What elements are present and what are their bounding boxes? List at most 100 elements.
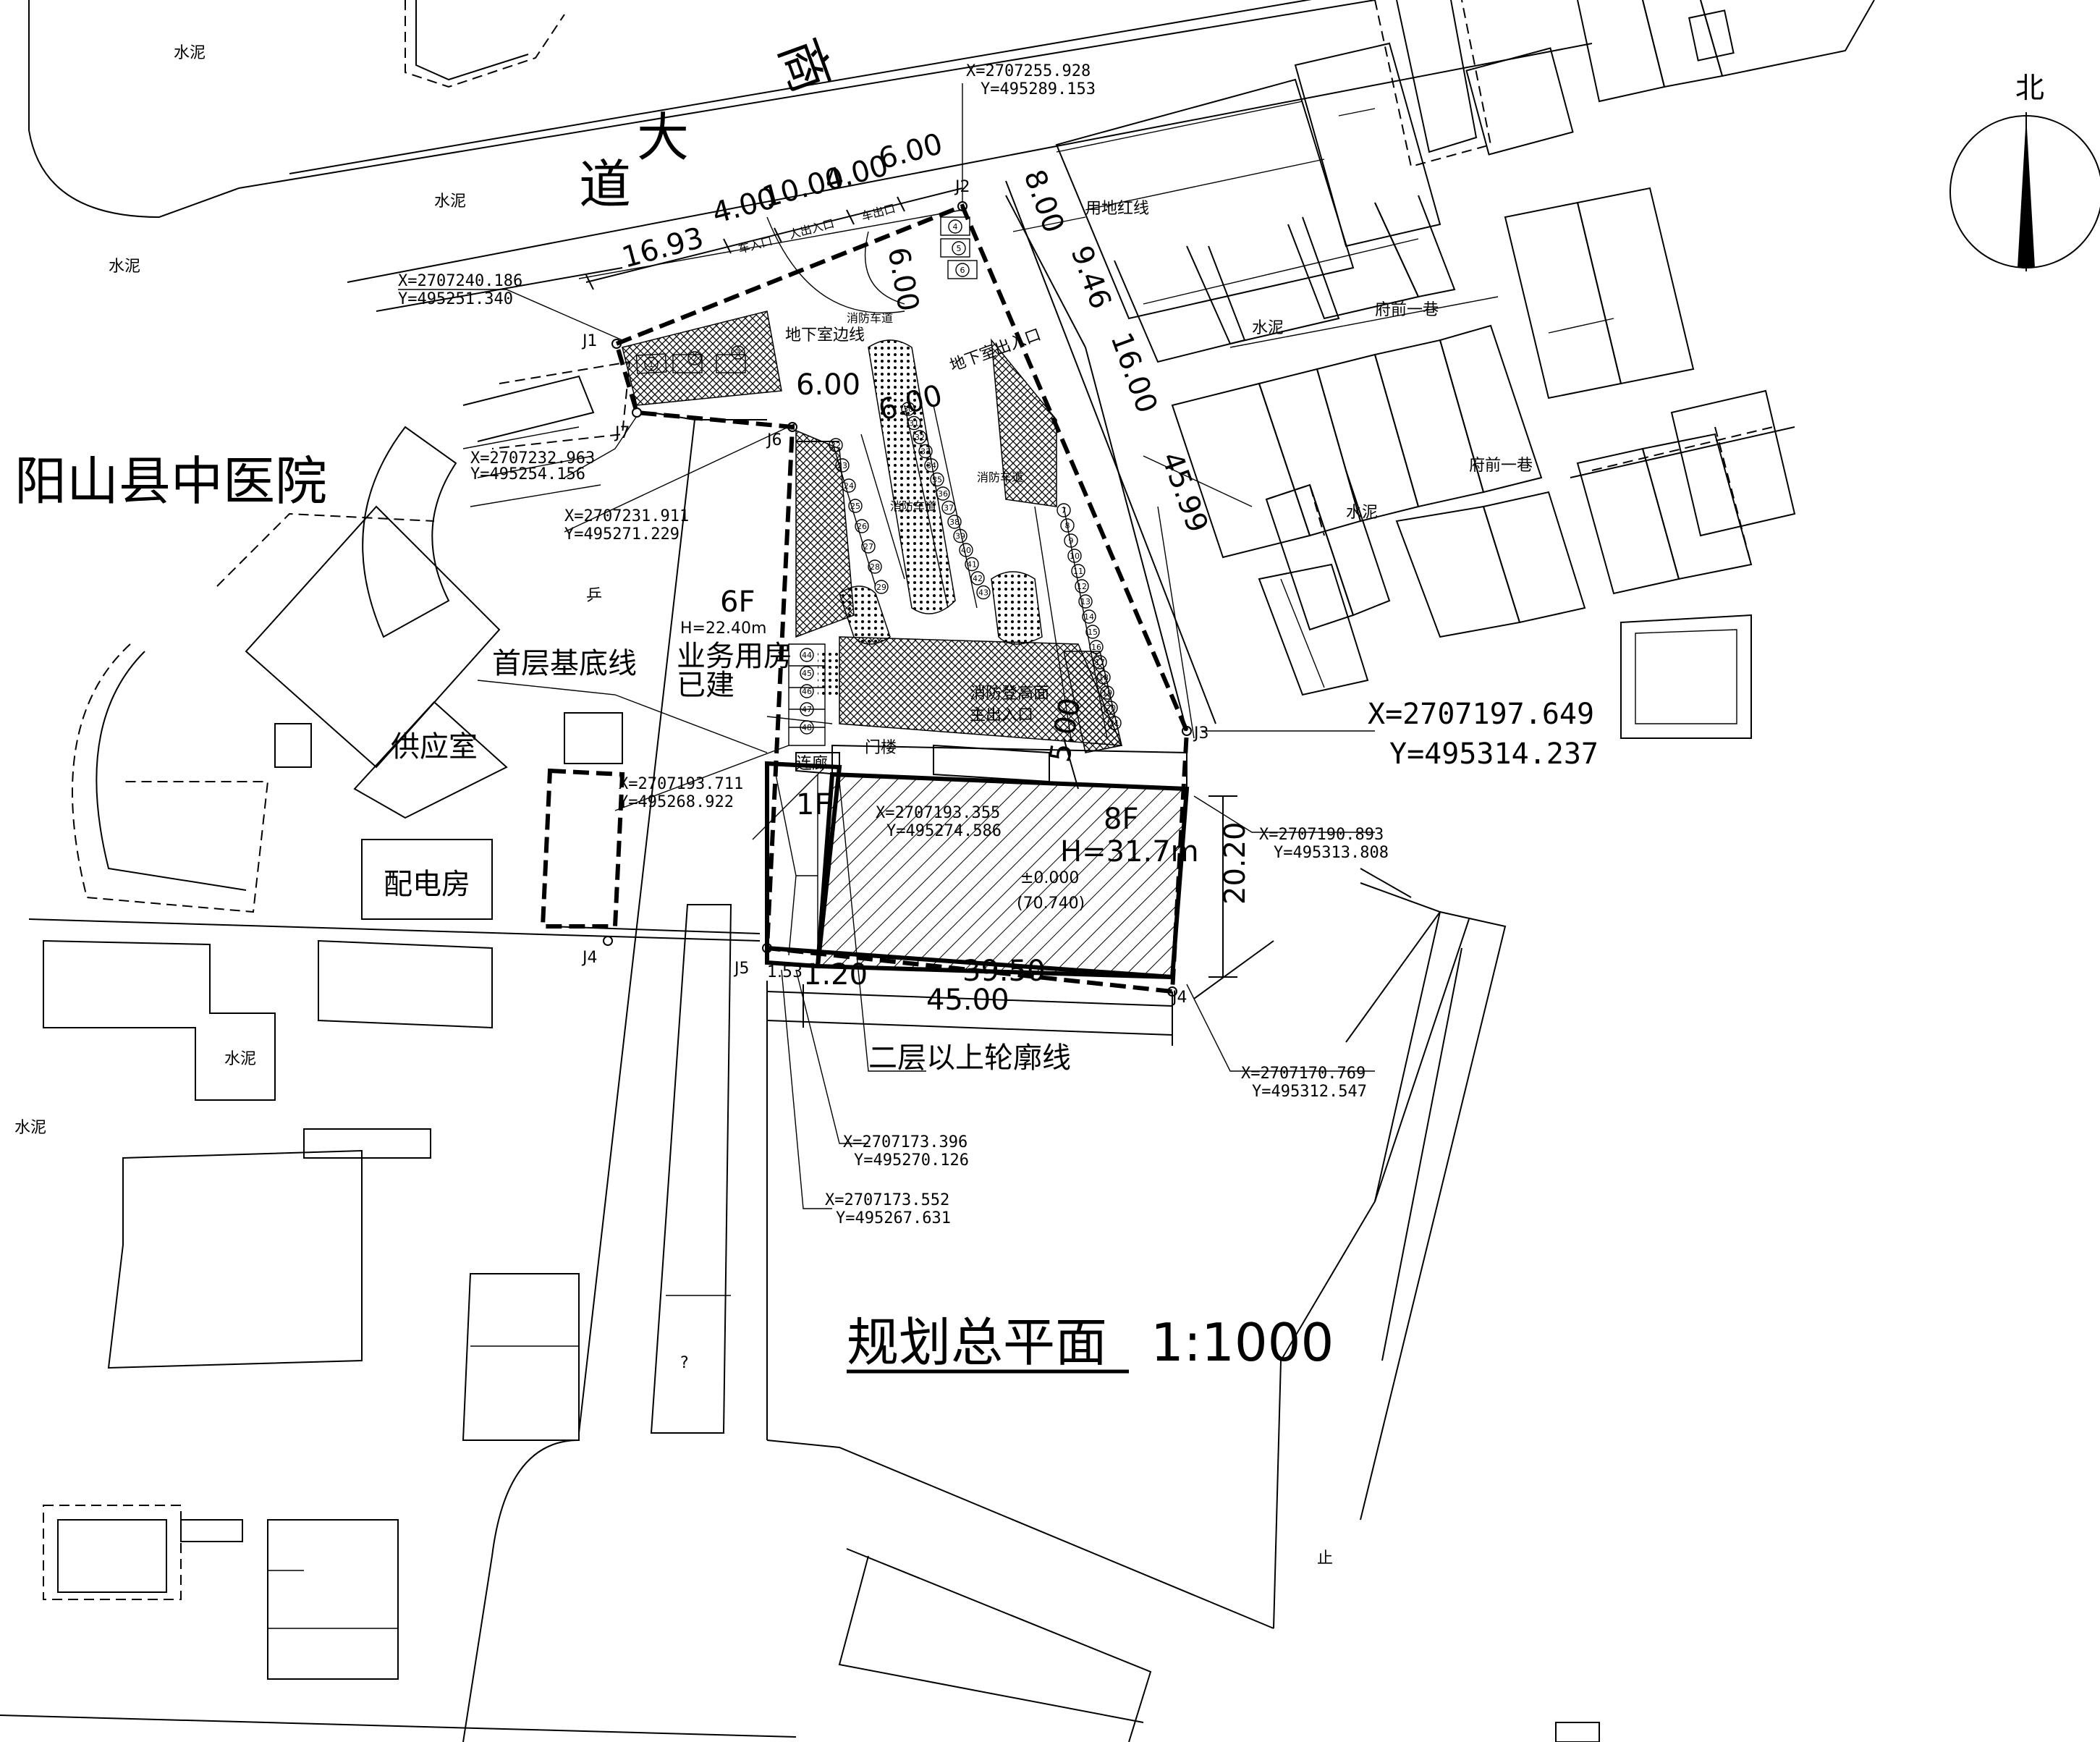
parking-lot-marker: [800, 648, 814, 662]
cement-4: 水泥: [1252, 319, 1284, 337]
parking-lot-marker: [644, 357, 659, 371]
j1-y: Y=495251.340: [398, 290, 513, 308]
fire-platform-label: 消防登高面: [970, 685, 1049, 703]
parking-lot-marker: [861, 539, 876, 554]
parking-lot-number: 48: [802, 723, 812, 732]
point-j3: J3: [1193, 724, 1209, 743]
fire-lane-1: 消防车道: [847, 311, 893, 325]
point-j5: J5: [733, 960, 750, 978]
parking-lot-number: 12: [1077, 582, 1087, 591]
parking-lot-number: 38: [949, 517, 960, 527]
parking-lot-marker: [1078, 594, 1093, 609]
j2-y: Y=495289.153: [981, 80, 1096, 98]
c3-y: Y=495268.922: [619, 793, 734, 811]
parking-lot-number: 15: [1088, 627, 1098, 637]
parking-lot-number: 37: [944, 504, 954, 513]
parking-lot-marker: [936, 486, 950, 501]
text-labels: 阳山县中医院 商 大 道 供应室 配电房 首层基底线 二层以上轮廓线 用地红线 …: [14, 30, 2044, 1568]
j3-y: Y=495314.237: [1389, 737, 1599, 771]
parking-lot-marker: [930, 472, 944, 487]
parking-lot-number: 35: [932, 475, 942, 485]
upper-outline-label: 二层以上轮廓线: [868, 1041, 1071, 1075]
mark-2: 止: [1317, 1549, 1333, 1568]
gate-label: 门楼: [865, 739, 897, 757]
parking-lot-marker: [959, 543, 973, 557]
new-abs-elevation: (70.740): [1017, 895, 1085, 913]
dim-45-00: 45.00: [926, 984, 1009, 1017]
parking-lot-numbers: 1234562223242526272829303132333435363738…: [644, 219, 1122, 735]
dim-1-20: 1.20: [803, 958, 868, 991]
dimension-lines: [585, 180, 1237, 1046]
parking-lot-number: 39: [955, 532, 965, 541]
parking-lot-number: 29: [876, 583, 886, 592]
north-label: 北: [2015, 72, 2044, 105]
parking-lot-marker: [855, 519, 869, 533]
parking-lot-marker: [829, 438, 843, 452]
dim-20-20: 20.20: [1219, 821, 1252, 905]
parking-lot-number: 33: [920, 447, 931, 457]
car-out-label: 车出口: [860, 201, 897, 224]
parking-lot-number: 34: [926, 461, 936, 470]
parking-lot-number: 16: [1091, 643, 1101, 652]
parking-lot-number: 14: [1084, 612, 1094, 622]
parking-lot-number: 45: [802, 669, 812, 678]
parking-lot-marker: [1089, 640, 1104, 654]
point-j4: J4: [1171, 989, 1187, 1007]
c6-x: X=2707173.396: [843, 1133, 968, 1151]
j4-x: X=2707170.769: [1241, 1065, 1366, 1083]
parking-lot-number: 41: [967, 560, 977, 570]
parking-lot-number: 23: [837, 461, 847, 470]
dim-6-00-b: 6.00: [881, 245, 925, 314]
parking-lot-number: 40: [961, 546, 971, 555]
c1-x: X=2707232.963: [470, 449, 595, 468]
leader-lines: [398, 83, 1375, 1209]
parking-lot-number: 28: [870, 562, 880, 572]
dim-16-00: 16.00: [1104, 329, 1163, 418]
drawing-scale: 1:1000: [1151, 1312, 1334, 1373]
c2-y: Y=495271.229: [564, 525, 679, 544]
parking-lot-marker: [1085, 625, 1100, 639]
supply-room-label: 供应室: [391, 730, 478, 764]
parking-lot-number: 30: [903, 405, 913, 414]
parking-lot-marker: [1067, 549, 1082, 563]
c6-y: Y=495270.126: [854, 1151, 969, 1170]
parking-lot-marker: [947, 515, 962, 529]
hospital-area: [28, 360, 761, 1680]
question-1: ?: [680, 1354, 689, 1372]
c2-x: X=2707231.911: [564, 507, 689, 525]
people-in-label: 人出入口: [787, 216, 836, 242]
south-area: [0, 412, 1600, 1742]
parking-lot-number: 7: [1062, 506, 1067, 515]
cement-7: 水泥: [14, 1119, 46, 1137]
j3-x: X=2707197.649: [1368, 698, 1594, 731]
cement-5: 水泥: [1346, 504, 1378, 522]
parking-lot-number: 27: [863, 542, 873, 551]
point-j7: J7: [614, 424, 630, 442]
basement-line-label: 地下室边线: [785, 326, 865, 344]
hospital-label: 阳山县中医院: [14, 451, 327, 512]
j2-x: X=2707255.928: [966, 62, 1091, 80]
dim-16-93: 16.93: [619, 221, 708, 275]
parking-lot-number: 36: [938, 489, 948, 499]
drawing-title: 规划总平面: [847, 1312, 1107, 1373]
parking-lot-number: 3: [736, 348, 741, 358]
parking-lot-marker: [1100, 685, 1114, 700]
parking-lot-marker: [1060, 518, 1075, 533]
parking-lot-marker: [953, 528, 968, 544]
parking-lot-number: 8: [1065, 521, 1070, 530]
parking-lot-number: 47: [802, 705, 812, 714]
parking-lot-number: 20: [1106, 703, 1116, 713]
parking-lot-number: 10: [1070, 551, 1080, 561]
fire-lane-3: 消防车道: [977, 470, 1023, 484]
lane-label-1: 府前一巷: [1375, 301, 1439, 319]
c4-y: Y=495274.586: [886, 822, 1002, 840]
c4-x: X=2707193.355: [876, 804, 1000, 822]
parking-lot-number: 13: [1080, 597, 1091, 606]
parking-lot-number: 25: [850, 502, 860, 511]
parking-lot-marker: [952, 241, 966, 255]
parking-lot-marker: [1057, 503, 1071, 517]
parking-lot-marker: [800, 666, 814, 680]
dim-8-00: 8.00: [1017, 166, 1070, 237]
new-height: H=31.7m: [1060, 835, 1199, 868]
parking-lot-number: 42: [973, 574, 983, 583]
